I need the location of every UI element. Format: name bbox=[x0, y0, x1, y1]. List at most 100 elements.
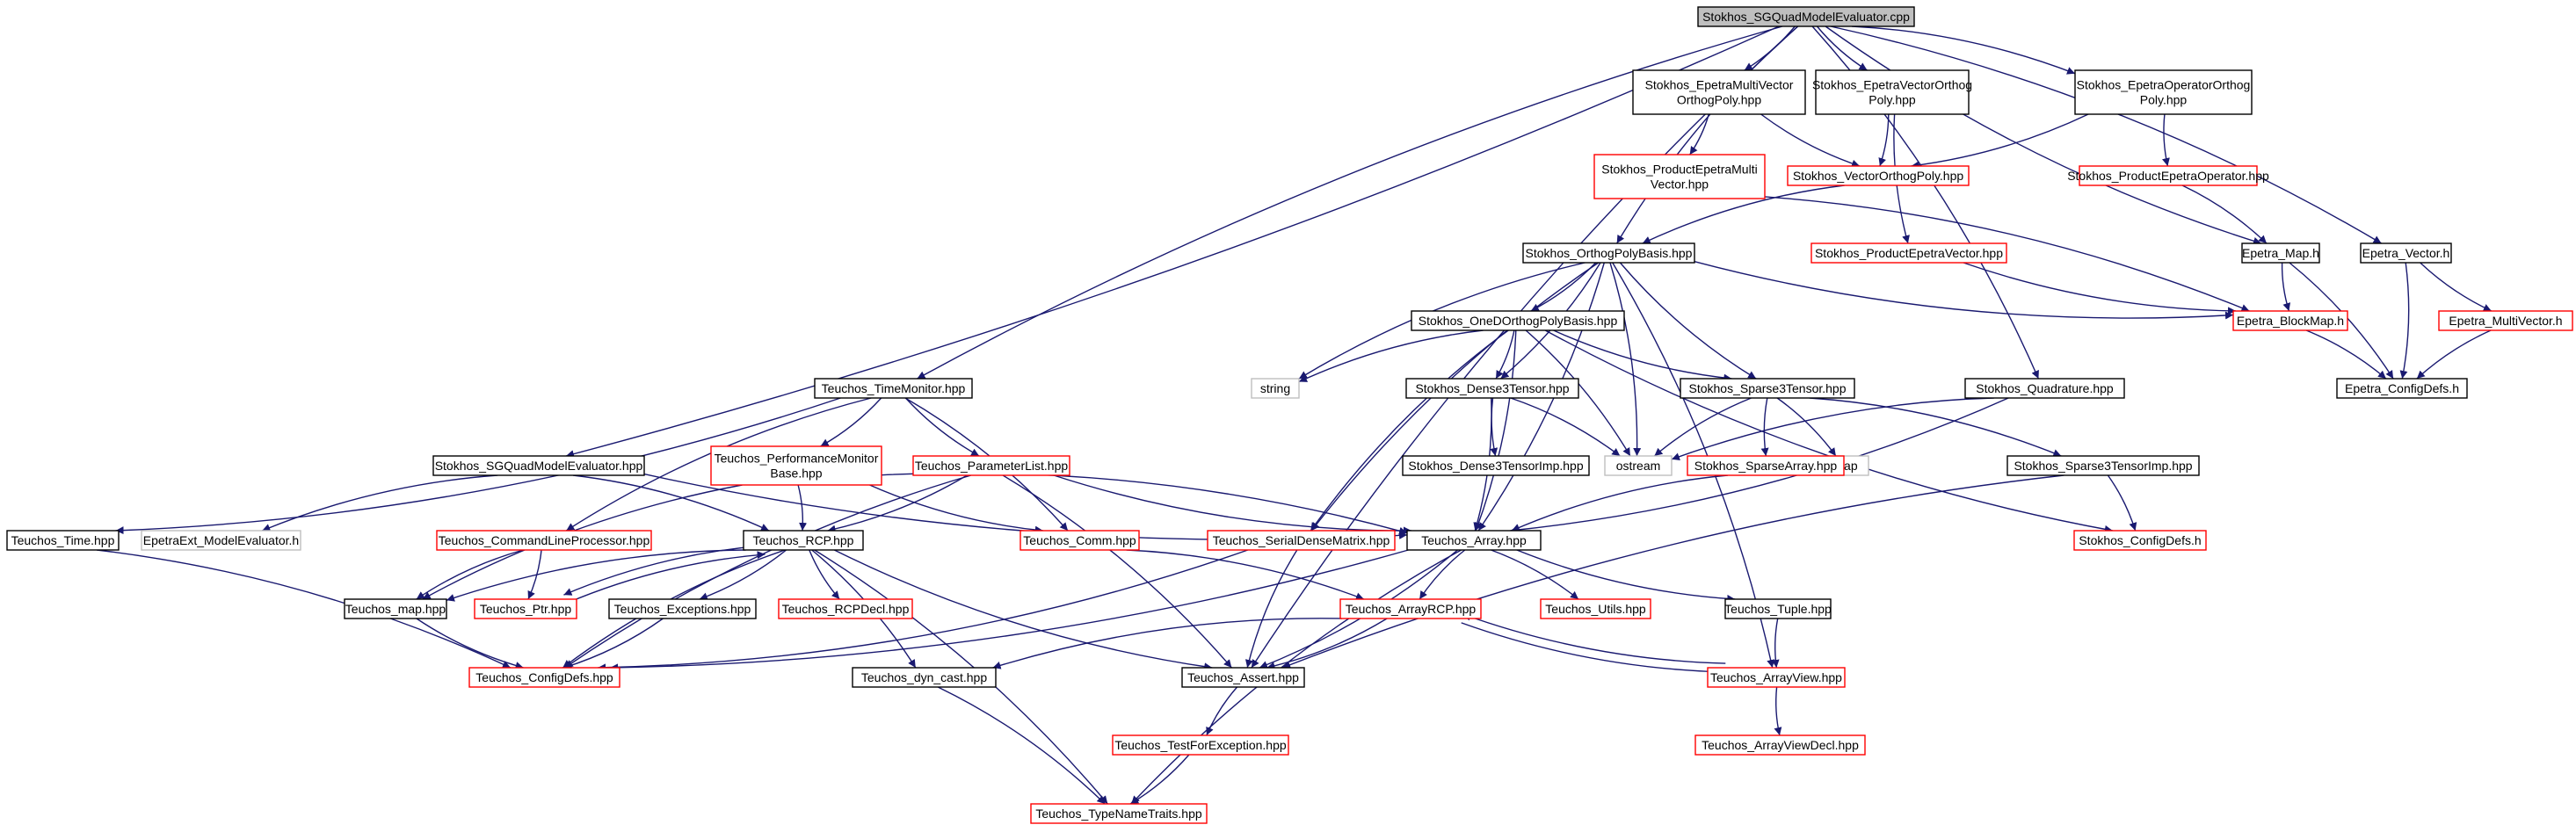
edge-pmb-to-rcp bbox=[797, 484, 808, 532]
node-quad[interactable]: Stokhos_Quadrature.hpp bbox=[1964, 378, 2125, 399]
node-s3ti[interactable]: Stokhos_Sparse3TensorImp.hpp bbox=[2006, 455, 2200, 476]
node-sgqme[interactable]: Stokhos_SGQuadModelEvaluator.hpp bbox=[432, 455, 645, 476]
node-label: Epetra_ConfigDefs.h bbox=[2345, 381, 2459, 395]
node-tuple[interactable]: Teuchos_Tuple.hpp bbox=[1724, 598, 1832, 619]
edge-odopb-to-d3t bbox=[1495, 329, 1515, 380]
node-av[interactable]: Teuchos_ArrayView.hpp bbox=[1707, 667, 1846, 688]
node-peo[interactable]: Stokhos_ProductEpetraOperator.hpp bbox=[2067, 165, 2269, 186]
node-pev[interactable]: Stokhos_ProductEpetraVector.hpp bbox=[1810, 242, 2007, 264]
node-box-time bbox=[6, 530, 120, 551]
node-eme[interactable]: EpetraExt_ModelEvaluator.h bbox=[141, 530, 301, 551]
node-box-emap bbox=[2241, 242, 2320, 264]
node-label: Teuchos_Ptr.hpp bbox=[480, 602, 572, 616]
node-label: Teuchos_map.hpp bbox=[345, 602, 446, 616]
edge-time-to-tcd bbox=[97, 549, 512, 669]
edge-arcp-to-av bbox=[1461, 622, 1724, 676]
node-ostream[interactable]: ostream bbox=[1604, 455, 1673, 476]
edge-emvh-to-ecd bbox=[2416, 329, 2492, 380]
node-tcd[interactable]: Teuchos_ConfigDefs.hpp bbox=[468, 667, 620, 688]
edge-array-to-tcd bbox=[610, 549, 1409, 672]
node-tmap[interactable]: Teuchos_map.hpp bbox=[344, 598, 447, 619]
node-array[interactable]: Teuchos_Array.hpp bbox=[1406, 530, 1542, 551]
node-label: Teuchos_ParameterList.hpp bbox=[915, 459, 1069, 473]
node-box-emvh bbox=[2438, 310, 2573, 331]
edge-rcp-to-exc bbox=[699, 549, 787, 601]
node-label: Teuchos_dyn_cast.hpp bbox=[861, 670, 987, 684]
node-vop[interactable]: Stokhos_VectorOrthogPoly.hpp bbox=[1787, 165, 1970, 186]
node-scd[interactable]: Stokhos_ConfigDefs.h bbox=[2073, 530, 2207, 551]
node-pl[interactable]: Teuchos_ParameterList.hpp bbox=[912, 455, 1070, 476]
node-sdm[interactable]: Teuchos_SerialDenseMatrix.hpp bbox=[1207, 530, 1396, 551]
node-d3ti[interactable]: Stokhos_Dense3TensorImp.hpp bbox=[1402, 455, 1590, 476]
node-label: Stokhos_ProductEpetraVector.hpp bbox=[1815, 246, 2003, 260]
node-tfe[interactable]: Teuchos_TestForException.hpp bbox=[1112, 734, 1289, 756]
node-label: Epetra_Map.h bbox=[2242, 246, 2319, 260]
edge-exc-to-tcd bbox=[563, 618, 664, 669]
node-label: Stokhos_SGQuadModelEvaluator.cpp bbox=[1702, 10, 1910, 24]
node-label: Teuchos_RCP.hpp bbox=[753, 533, 854, 547]
node-rcpdecl[interactable]: Teuchos_RCPDecl.hpp bbox=[778, 598, 913, 619]
node-odopb[interactable]: Stokhos_OneDOrthogPolyBasis.hpp bbox=[1411, 310, 1625, 331]
edge-odopb-to-string bbox=[1298, 329, 1484, 383]
node-utils[interactable]: Teuchos_Utils.hpp bbox=[1540, 598, 1651, 619]
edge-d3t-to-d3ti bbox=[1490, 397, 1498, 457]
node-box-evop bbox=[1815, 69, 1970, 115]
node-dyn[interactable]: Teuchos_dyn_cast.hpp bbox=[852, 667, 997, 688]
node-box-opb bbox=[1522, 242, 1695, 264]
node-s3t[interactable]: Stokhos_Sparse3Tensor.hpp bbox=[1680, 378, 1855, 399]
node-box-comm bbox=[1020, 530, 1140, 551]
node-ebm[interactable]: Epetra_BlockMap.h bbox=[2232, 310, 2348, 331]
node-ecd[interactable]: Epetra_ConfigDefs.h bbox=[2336, 378, 2468, 399]
node-label: OrthogPoly.hpp bbox=[1677, 93, 1761, 107]
node-label: Stokhos_OrthogPolyBasis.hpp bbox=[1526, 246, 1693, 260]
node-d3t[interactable]: Stokhos_Dense3Tensor.hpp bbox=[1405, 378, 1579, 399]
node-sa[interactable]: Stokhos_SparseArray.hpp bbox=[1687, 455, 1845, 476]
nodes-layer: Stokhos_SGQuadModelEvaluator.cppStokhos_… bbox=[6, 6, 2573, 824]
node-label: Teuchos_Exceptions.hpp bbox=[614, 602, 751, 616]
node-opb[interactable]: Stokhos_OrthogPolyBasis.hpp bbox=[1522, 242, 1695, 264]
edge-evec-to-emvh bbox=[2420, 262, 2493, 312]
node-label: Stokhos_OneDOrthogPolyBasis.hpp bbox=[1419, 314, 1618, 328]
node-tnt[interactable]: Teuchos_TypeNameTraits.hpp bbox=[1030, 803, 1208, 824]
edge-opb-to-array bbox=[1477, 262, 1605, 532]
node-label: Teuchos_Utils.hpp bbox=[1545, 602, 1646, 616]
edge-quad-to-ostream bbox=[1671, 397, 1994, 460]
node-emvh[interactable]: Epetra_MultiVector.h bbox=[2438, 310, 2573, 331]
node-label: Poly.hpp bbox=[2140, 93, 2188, 107]
node-root[interactable]: Stokhos_SGQuadModelEvaluator.cpp bbox=[1697, 6, 1915, 27]
node-string[interactable]: string bbox=[1251, 378, 1300, 399]
node-comm[interactable]: Teuchos_Comm.hpp bbox=[1020, 530, 1140, 551]
node-label: Vector.hpp bbox=[1651, 177, 1709, 192]
node-time[interactable]: Teuchos_Time.hpp bbox=[6, 530, 120, 551]
node-clp[interactable]: Teuchos_CommandLineProcessor.hpp bbox=[436, 530, 652, 551]
node-exc[interactable]: Teuchos_Exceptions.hpp bbox=[608, 598, 757, 619]
node-rcp[interactable]: Teuchos_RCP.hpp bbox=[743, 530, 864, 551]
node-box-s3t bbox=[1680, 378, 1855, 399]
node-assert[interactable]: Teuchos_Assert.hpp bbox=[1181, 667, 1305, 688]
node-avd[interactable]: Teuchos_ArrayViewDecl.hpp bbox=[1694, 734, 1866, 756]
node-emap[interactable]: Epetra_Map.h bbox=[2241, 242, 2320, 264]
edge-root-to-emvop bbox=[1744, 25, 1796, 71]
edge-emvop-to-pemv bbox=[1689, 113, 1709, 156]
node-box-arcp bbox=[1339, 598, 1482, 619]
edge-s3t-to-sa bbox=[1760, 397, 1769, 457]
node-tm[interactable]: Teuchos_TimeMonitor.hpp bbox=[814, 378, 973, 399]
node-box-tcd bbox=[468, 667, 620, 688]
node-label: Teuchos_Tuple.hpp bbox=[1724, 602, 1832, 616]
node-ptr[interactable]: Teuchos_Ptr.hpp bbox=[474, 598, 577, 619]
node-arcp[interactable]: Teuchos_ArrayRCP.hpp bbox=[1339, 598, 1482, 619]
edge-pev-to-ebm bbox=[1963, 262, 2237, 315]
node-evec[interactable]: Epetra_Vector.h bbox=[2360, 242, 2452, 264]
node-label: Teuchos_TypeNameTraits.hpp bbox=[1035, 807, 1202, 821]
node-label: Stokhos_SGQuadModelEvaluator.hpp bbox=[435, 459, 643, 473]
edge-rcp-to-rcpdecl bbox=[809, 549, 840, 600]
node-box-assert bbox=[1181, 667, 1305, 688]
edge-evec-to-ecd bbox=[2399, 262, 2410, 380]
node-label: Stokhos_Quadrature.hpp bbox=[1976, 381, 2114, 395]
edge-sgqme-to-eme bbox=[262, 474, 498, 532]
